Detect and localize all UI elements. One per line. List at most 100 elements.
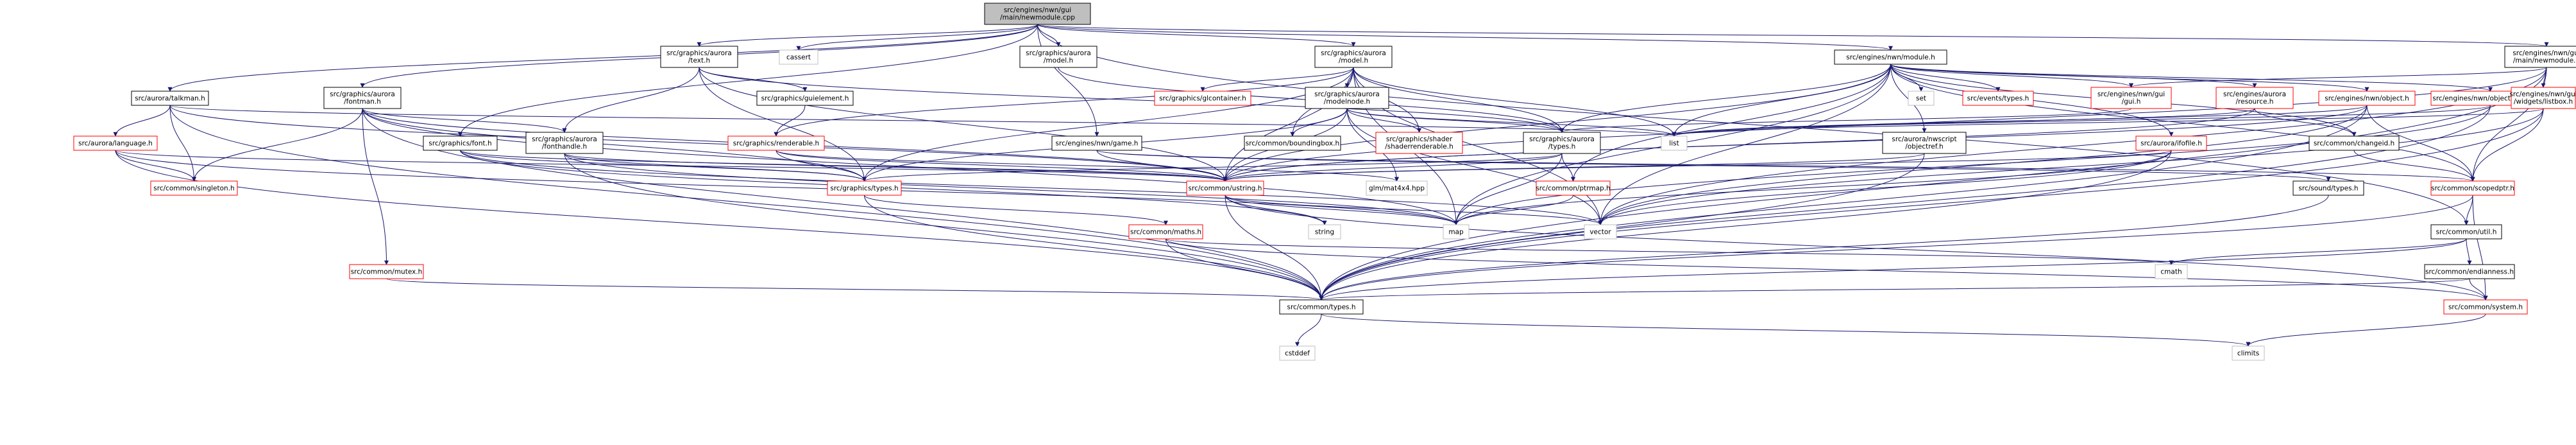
node-glcontainer[interactable]: src/graphics/glcontainer.h	[1154, 91, 1251, 106]
node-nwn-game[interactable]: src/engines/nwn/game.h	[1051, 135, 1142, 151]
node-shaderrenderable[interactable]: src/graphics/shader/shaderrenderable.h	[1375, 132, 1463, 154]
node-listbox[interactable]: src/engines/nwn/gui/widgets/listbox.h	[2509, 87, 2576, 109]
node-box	[1375, 132, 1463, 154]
node-box	[73, 135, 158, 151]
node-box	[660, 46, 738, 68]
node-box	[1186, 180, 1264, 196]
edge-nwn_module-to-aurora_types	[1559, 64, 1891, 133]
node-label: src/graphics/aurora	[666, 49, 732, 57]
node-label: src/common/changeid.h	[2314, 139, 2394, 147]
node-talkman[interactable]: src/aurora/talkman.h	[131, 91, 209, 106]
node-label: src/graphics/font.h	[428, 139, 491, 147]
edge-fonthandle-to-gfx_types	[564, 153, 867, 182]
node-box	[1661, 135, 1688, 151]
node-box	[1019, 46, 1097, 68]
node-renderable[interactable]: src/graphics/renderable.h	[727, 135, 825, 151]
node-label: src/engines/aurora	[2223, 91, 2286, 98]
node-aurora-resource[interactable]: src/engines/aurora/resource.h	[2216, 87, 2294, 109]
node-box	[1305, 87, 1389, 109]
node-sound-types[interactable]: src/sound/types.h	[2292, 180, 2364, 196]
node-box	[1154, 91, 1251, 106]
edge-root-to-nwn_game	[1037, 24, 1099, 137]
node-label: src/common/ustring.h	[1189, 184, 1262, 192]
node-gfx-types[interactable]: src/graphics/types.h	[827, 180, 902, 196]
node-fonthandle[interactable]: src/graphics/aurora/fonthandle.h	[525, 132, 604, 154]
node-nwn-gui-gui[interactable]: src/engines/nwn/gui/gui.h	[2090, 87, 2172, 109]
node-label: src/graphics/aurora	[1314, 91, 1380, 98]
node-guielement[interactable]: src/graphics/guielement.h	[756, 91, 854, 106]
node-box	[131, 91, 209, 106]
node-label: src/graphics/shader	[1386, 135, 1453, 143]
edge-aurora_types-to-ustring	[1223, 153, 1563, 182]
node-root[interactable]: src/engines/nwn/gui/main/newmodule.cpp	[984, 3, 1091, 25]
node-box	[2292, 180, 2364, 196]
edge-root-to-cassert	[796, 24, 1038, 51]
node-cmath: cmath	[2155, 264, 2188, 279]
node-scopedptr[interactable]: src/common/scopedptr.h	[2430, 180, 2515, 196]
edge-nwn_module-to-list	[1672, 64, 1891, 137]
node-maths[interactable]: src/common/maths.h	[1128, 224, 1203, 240]
node-changeid[interactable]: src/common/changeid.h	[2309, 135, 2400, 151]
node-label: src/common/endianness.h	[2425, 268, 2514, 275]
node-box	[1314, 46, 1393, 68]
edge-util-to-endianness	[2466, 238, 2472, 265]
node-nwscript-object[interactable]: src/aurora/nwscript/objectref.h	[1882, 132, 1967, 154]
node-box	[1308, 224, 1341, 240]
node-nwn-newmodule[interactable]: src/engines/nwn/gui/main/newmodule.h	[2504, 46, 2576, 68]
node-ustring[interactable]: src/common/ustring.h	[1186, 180, 1264, 196]
node-label: /gui.h	[2122, 98, 2141, 106]
node-label: vector	[1589, 228, 1611, 236]
node-label: src/engines/nwn/gui	[2512, 49, 2576, 57]
node-string: string	[1308, 224, 1341, 240]
node-common-system[interactable]: src/common/system.h	[2443, 299, 2528, 315]
node-nwn-module[interactable]: src/engines/nwn/module.h	[1834, 49, 1947, 65]
edge-maths-to-common_types	[1165, 238, 1324, 301]
node-box	[727, 135, 825, 151]
edge-modelnode-to-vector	[1346, 108, 1603, 225]
node-box	[1366, 180, 1428, 196]
node-gfx-aurora-model[interactable]: src/graphics/aurora/model.h	[1314, 46, 1393, 68]
node-nwn-object[interactable]: src/engines/nwn/object.h	[2318, 91, 2416, 106]
node-label: /resource.h	[2236, 98, 2274, 106]
node-label: src/engines/nwn/module.h	[1846, 53, 1935, 61]
edge-maths-to-common_system	[1165, 238, 2488, 301]
node-box	[1244, 135, 1341, 151]
edge-ustring-to-map	[1224, 195, 1459, 225]
edge-aurora_resource-to-changeid	[2254, 108, 2357, 137]
edge-nwn_module-to-nwn_object	[1890, 64, 2369, 92]
edge-fontman-to-fonthandle	[362, 108, 567, 133]
node-aurora-types[interactable]: src/graphics/aurora/types.h	[1523, 132, 1601, 154]
node-label: src/common/util.h	[2436, 228, 2497, 236]
node-util[interactable]: src/common/util.h	[2430, 224, 2502, 240]
node-common-types[interactable]: src/common/types.h	[1279, 299, 1364, 315]
node-box	[1443, 224, 1470, 240]
node-modelnode[interactable]: src/graphics/aurora/modelnode.h	[1305, 87, 1389, 109]
node-aurora-text[interactable]: src/graphics/aurora/text.h	[660, 46, 738, 68]
node-aurora-model[interactable]: src/graphics/aurora/model.h	[1019, 46, 1097, 68]
node-events-types[interactable]: src/events/types.h	[1962, 91, 2034, 106]
node-box	[1128, 224, 1203, 240]
node-gfx-font[interactable]: src/graphics/font.h	[423, 135, 498, 151]
node-ptrmap[interactable]: src/common/ptrmap.h	[1536, 180, 1611, 196]
edge-fontman-to-singleton	[192, 108, 363, 182]
node-mutex[interactable]: src/common/mutex.h	[349, 264, 424, 279]
edge-fontman-to-mutex	[362, 108, 389, 265]
edge-root-to-gfx_aurora_model	[1037, 24, 1356, 47]
edge-ifofile-to-common_types	[1319, 150, 2172, 301]
node-box	[2216, 87, 2294, 109]
node-cassert: cassert	[779, 49, 818, 65]
node-box	[525, 132, 604, 154]
edge-aurora_language-to-singleton	[115, 150, 196, 182]
node-label: /modelnode.h	[1324, 98, 1370, 106]
node-singleton[interactable]: src/common/singleton.h	[150, 180, 238, 196]
node-ifofile[interactable]: src/aurora/ifofile.h	[2135, 135, 2207, 151]
node-glm: glm/mat4x4.hpp	[1366, 180, 1428, 196]
edge-util-to-cmath	[2169, 238, 2467, 265]
node-label: climits	[2237, 349, 2259, 357]
node-list: list	[1661, 135, 1688, 151]
node-boundingbox[interactable]: src/common/boundingbox.h	[1244, 135, 1341, 151]
node-endianness[interactable]: src/common/endianness.h	[2424, 264, 2515, 279]
node-fontman[interactable]: src/graphics/aurora/fontman.h	[323, 87, 402, 109]
node-aurora-language[interactable]: src/aurora/language.h	[73, 135, 158, 151]
